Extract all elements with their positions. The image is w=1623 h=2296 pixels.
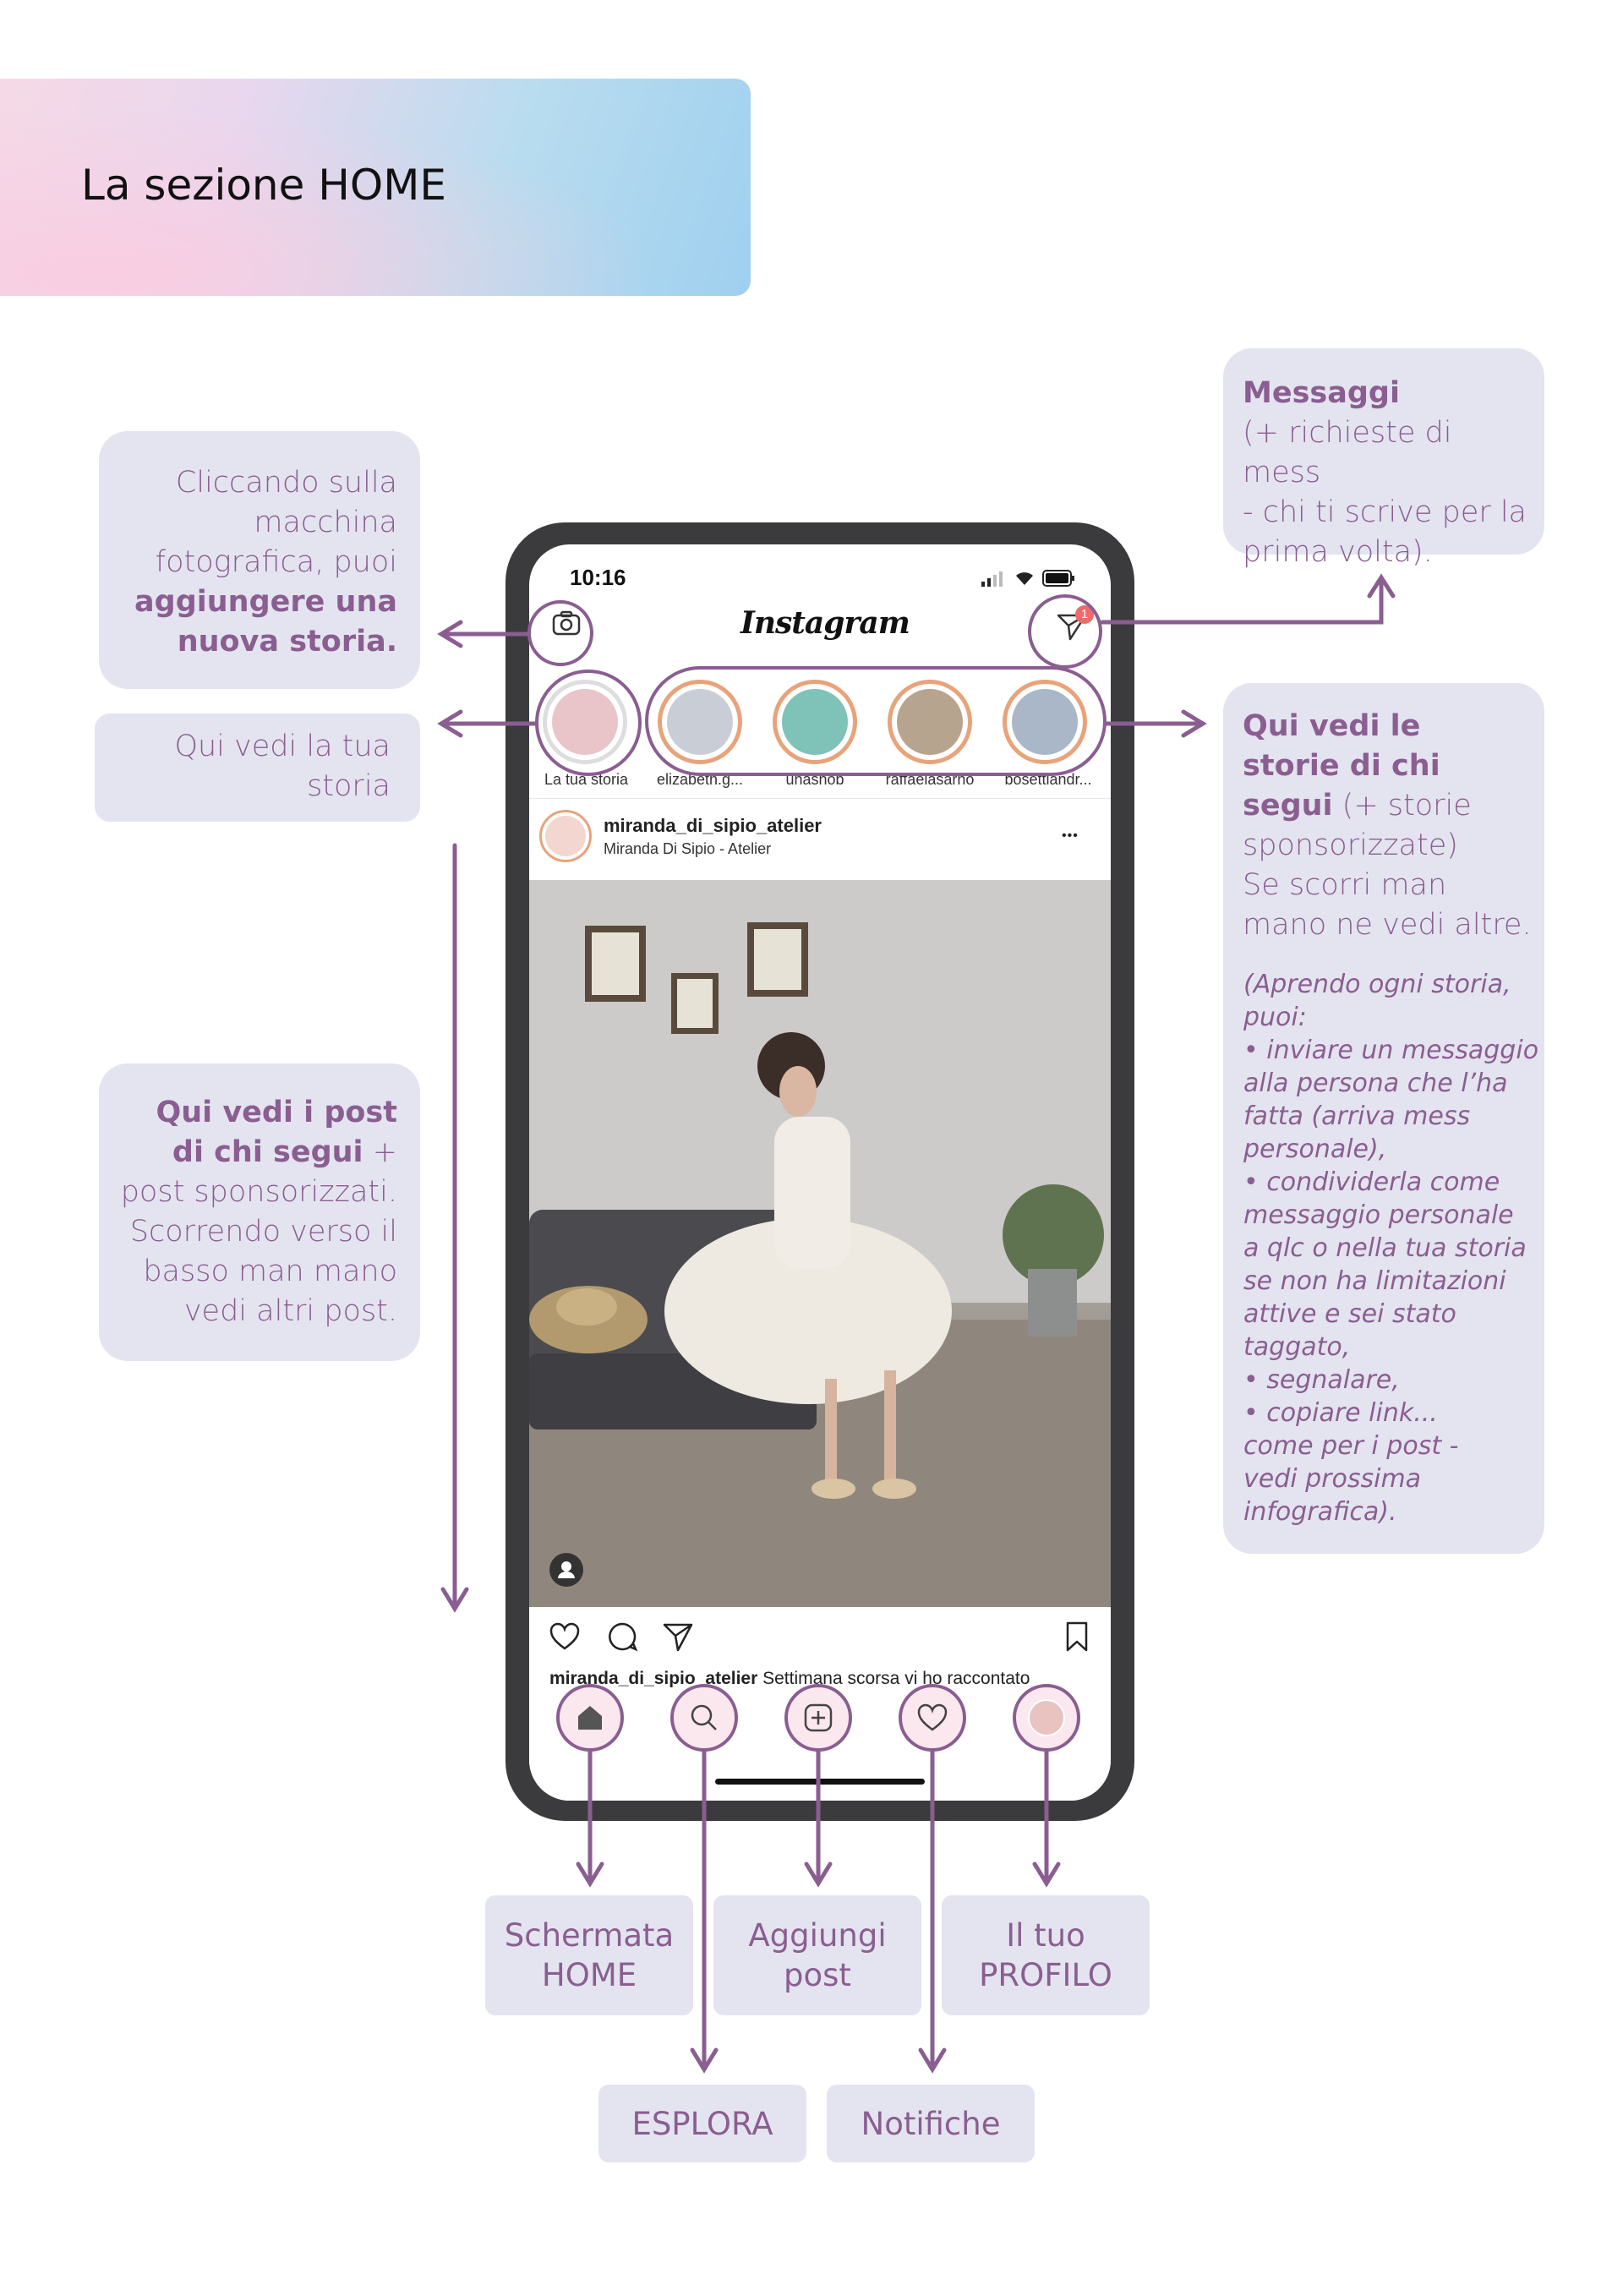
wifi-icon bbox=[1014, 568, 1036, 587]
share-icon[interactable] bbox=[661, 1620, 695, 1654]
label-home: Schermata HOME bbox=[485, 1895, 693, 2015]
callout-stories-text: Qui vedi le storie di chi segui (+ stori… bbox=[1243, 709, 1532, 942]
post-username[interactable]: miranda_di_sipio_atelier bbox=[604, 815, 822, 836]
status-time: 10:16 bbox=[570, 565, 626, 590]
add-post-icon bbox=[804, 1703, 833, 1732]
bookmark-icon[interactable] bbox=[1060, 1620, 1094, 1654]
label-profile: Il tuo PROFILO bbox=[942, 1895, 1150, 2015]
callout-stories-italic: (Aprendo ogni storia, puoi: • inviare un… bbox=[1243, 970, 1539, 1527]
post-subtitle: Miranda Di Sipio - Atelier bbox=[604, 840, 772, 857]
callout-camera bbox=[99, 431, 420, 689]
callout-messages bbox=[1223, 348, 1544, 555]
nav-profile-button[interactable] bbox=[1013, 1684, 1080, 1752]
heart-icon bbox=[917, 1703, 948, 1731]
post-more-icon[interactable]: ••• bbox=[1062, 828, 1079, 843]
stories-highlight bbox=[645, 666, 1107, 776]
battery-icon bbox=[1042, 570, 1076, 587]
label-notifications: Notifiche bbox=[827, 2085, 1035, 2162]
story-avatar[interactable] bbox=[888, 680, 972, 764]
like-icon[interactable] bbox=[548, 1620, 582, 1654]
story-avatar[interactable] bbox=[773, 680, 857, 764]
post-caption: miranda_di_sipio_atelier Settimana scors… bbox=[549, 1669, 1030, 1688]
home-icon bbox=[578, 1706, 602, 1730]
callout-camera-text: Cliccando sulla macchina fotografica, pu… bbox=[134, 466, 397, 659]
callout-messages-text: Messaggi (+ richieste di mess - chi ti s… bbox=[1243, 376, 1527, 569]
label-add-post: Aggiungi post bbox=[713, 1895, 921, 2015]
callout-posts-text: Qui vedi i post di chi segui + post spon… bbox=[120, 1096, 397, 1328]
callout-your-story bbox=[95, 713, 420, 822]
signal-icon bbox=[981, 571, 1007, 587]
app-logo: Instagram bbox=[740, 605, 910, 641]
label-explore: ESPLORA bbox=[598, 2085, 806, 2162]
callout-stories bbox=[1223, 683, 1544, 1554]
page-title: La sezione HOME bbox=[81, 161, 446, 210]
header-banner bbox=[0, 79, 751, 296]
comment-icon[interactable] bbox=[605, 1620, 639, 1654]
divider bbox=[529, 798, 1111, 799]
callout-posts bbox=[99, 1063, 420, 1361]
post-author-avatar[interactable] bbox=[539, 810, 592, 862]
post-image[interactable] bbox=[529, 880, 1111, 1607]
story-label: La tua storia bbox=[544, 771, 629, 788]
search-icon bbox=[691, 1704, 717, 1730]
profile-avatar bbox=[1028, 1699, 1065, 1736]
callout-your-story-text: Qui vedi la tua storia bbox=[174, 730, 391, 803]
